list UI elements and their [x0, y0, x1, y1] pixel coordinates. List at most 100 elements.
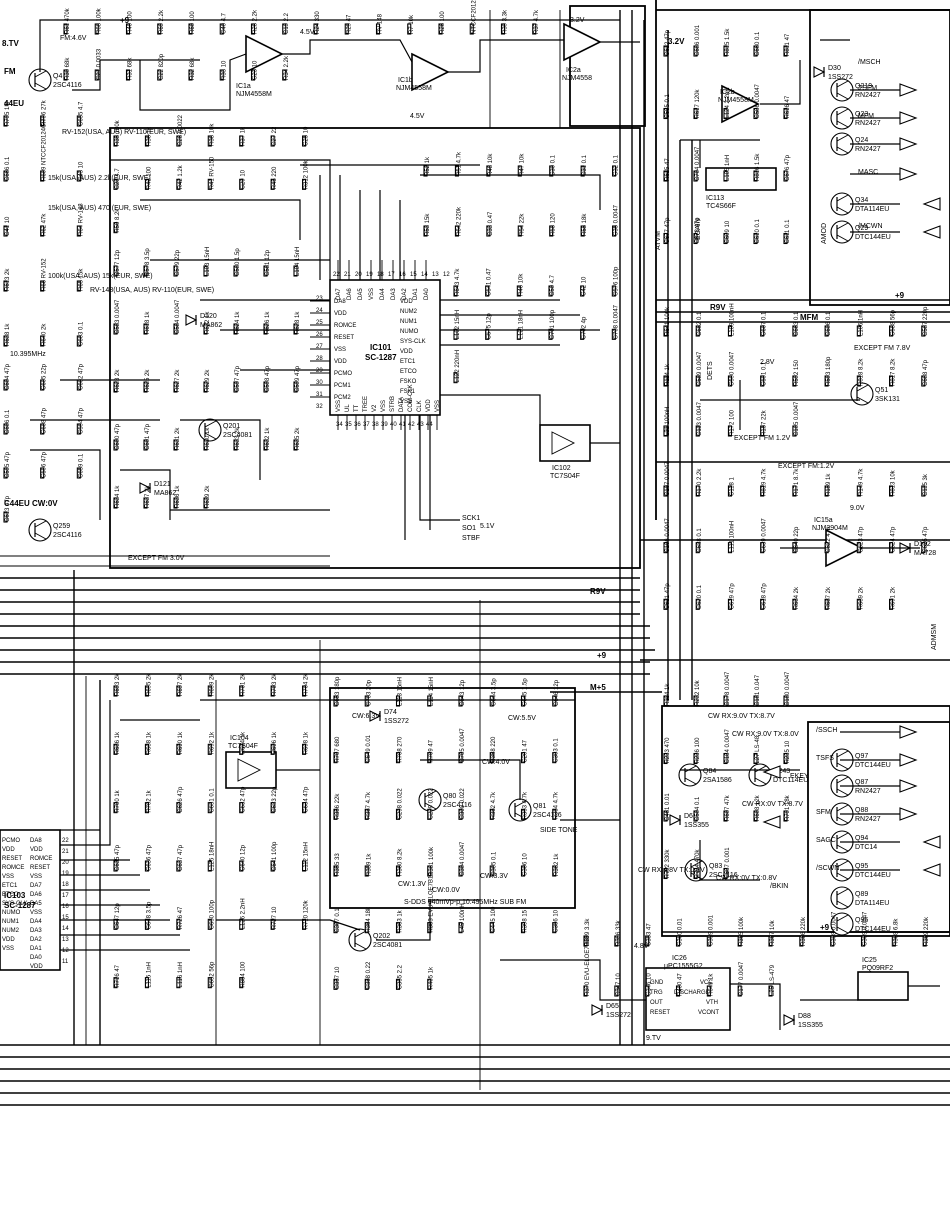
component-label: R399 3.3k: [585, 918, 591, 946]
component-label: R794 470k: [695, 848, 701, 878]
component: R613 2k: [3, 268, 11, 292]
component-label: R609 NTCCF20124CH: [42, 119, 48, 181]
net-28v: 2.8V: [760, 359, 775, 366]
ic26-body: [645, 967, 731, 1031]
component: R48 10k: [486, 153, 494, 177]
component: R626 1k: [263, 311, 271, 335]
ic101-pin-label: UL: [345, 404, 351, 412]
transistor-ref: Q29: [855, 225, 868, 232]
component: L45 100nH: [458, 903, 466, 934]
component-label: C107 0.0047: [665, 461, 671, 496]
component: C663 0.1: [792, 311, 800, 337]
component-label: C304 0.0047: [460, 841, 466, 876]
transistor-part: 3SK131: [875, 396, 900, 403]
component-label: C586 0.0047: [755, 83, 761, 118]
transistor-part: 2SC4116: [53, 82, 82, 89]
ic101-pin-number: 16: [399, 272, 406, 278]
component-label: R702 1k: [146, 789, 152, 812]
component-label: R636 1k: [175, 485, 181, 508]
component-label: R170 2.2k: [697, 468, 703, 496]
component-label: C663 0.1: [794, 311, 800, 336]
component-label: R61 470k: [65, 7, 71, 34]
component-label: R30 68k: [65, 57, 71, 80]
component-label: C461 0.01: [665, 793, 671, 821]
ic101-pin-label: SYS-CLK: [400, 339, 426, 345]
component-label: L121 18nH: [518, 310, 524, 339]
component: L111 100nH: [727, 521, 735, 554]
component: R637 2k: [143, 485, 151, 509]
component: R691 2k: [889, 586, 897, 610]
component: R64 RV-148: [76, 203, 84, 237]
component-label: C601 47p: [145, 423, 151, 450]
component: R716 47: [113, 964, 121, 989]
component-label: R710 120k: [304, 899, 310, 929]
component: L112 15nH: [302, 842, 310, 872]
component-label: C307 0.1: [335, 908, 341, 933]
ic101-pin-label: RESET: [334, 335, 354, 341]
ic102-body: [539, 424, 591, 462]
component-label: R353 4.7k: [523, 791, 529, 819]
ic1b-part: NJM4558M: [396, 85, 432, 92]
component: R607 47k: [723, 794, 731, 822]
component-label: C575 12p: [487, 313, 493, 340]
component-label: R52 1k: [425, 156, 431, 176]
component-label: C595 47p: [5, 451, 11, 478]
component: R635 2k: [293, 427, 301, 451]
component: R233 470: [663, 737, 671, 765]
component: R54 22k: [517, 213, 525, 237]
component-label: R355 33: [335, 853, 341, 876]
ic103-pin-number: 18: [62, 882, 69, 888]
component: C461 0.01: [663, 793, 671, 822]
transistor-part: DTC144EU: [855, 872, 891, 879]
component: R700 1k: [113, 789, 121, 814]
component-label: R698 1k: [304, 731, 310, 754]
component: C608 47p: [40, 407, 48, 435]
component: C583 0.0047: [113, 299, 121, 335]
component: R697 2k: [176, 673, 184, 697]
component-label: R29 47: [346, 14, 352, 34]
ic101-pin-label: PCM2: [334, 395, 351, 401]
component: C579 22p: [173, 249, 181, 277]
component-label: R592 150: [794, 359, 800, 386]
component-label: L109 100nH: [729, 303, 735, 336]
component: R631 2k: [173, 427, 181, 451]
component: C181 0.047: [753, 674, 761, 707]
net-rv152: RV-152(USA, AUS) RV-110(EUR, SWE): [62, 129, 186, 136]
component: R364 18k: [364, 906, 372, 934]
component-label: C177 0.0047: [739, 961, 745, 996]
component-label: R633 2k: [235, 427, 241, 450]
ic26-pin-vth: VTH: [706, 1000, 718, 1006]
component-label: R693 2k: [115, 673, 121, 696]
net-cw00: CW:0.0V: [432, 887, 460, 894]
ic101-pin-label: VSS: [400, 399, 412, 405]
component: C25 10: [302, 126, 310, 147]
ic103-pin-number: 19: [62, 871, 69, 877]
component-label: C596 47p: [42, 451, 48, 478]
transistor-ref: Q83: [709, 863, 722, 870]
component: C632 47p: [239, 786, 247, 814]
component: R170 2.2k: [695, 468, 703, 497]
ic101-pin-label: VSS: [336, 400, 342, 412]
component: R400 47: [675, 973, 684, 997]
component: L122 220nH: [453, 350, 461, 384]
component-label: L113 15nH: [398, 677, 404, 706]
component-label: R635 2k: [295, 427, 301, 450]
component-label: C201 47: [523, 739, 529, 762]
component: C28 4.7: [113, 168, 121, 190]
component: C625 47p: [921, 526, 929, 554]
component: C687 0.001: [723, 847, 731, 880]
transistor-part: RN2427: [855, 816, 881, 823]
component: C27 22: [270, 126, 278, 147]
component: R792 330k: [663, 848, 671, 880]
ic101-pin-number: 38: [372, 422, 379, 428]
component-label: C640 22p: [794, 526, 800, 553]
transistor-part: DTA114EU: [855, 206, 889, 213]
component: C602 47p: [76, 363, 84, 391]
component: R727 10: [270, 906, 278, 930]
net-r614: 15k(USA, AUS) 470 (EUR, SWE): [48, 205, 151, 212]
transistor-ref: Q96: [855, 917, 868, 924]
ic1b-ref: IC1b: [398, 77, 413, 84]
component: C31 0.1: [580, 154, 588, 177]
component-label: C41 10: [5, 216, 11, 236]
